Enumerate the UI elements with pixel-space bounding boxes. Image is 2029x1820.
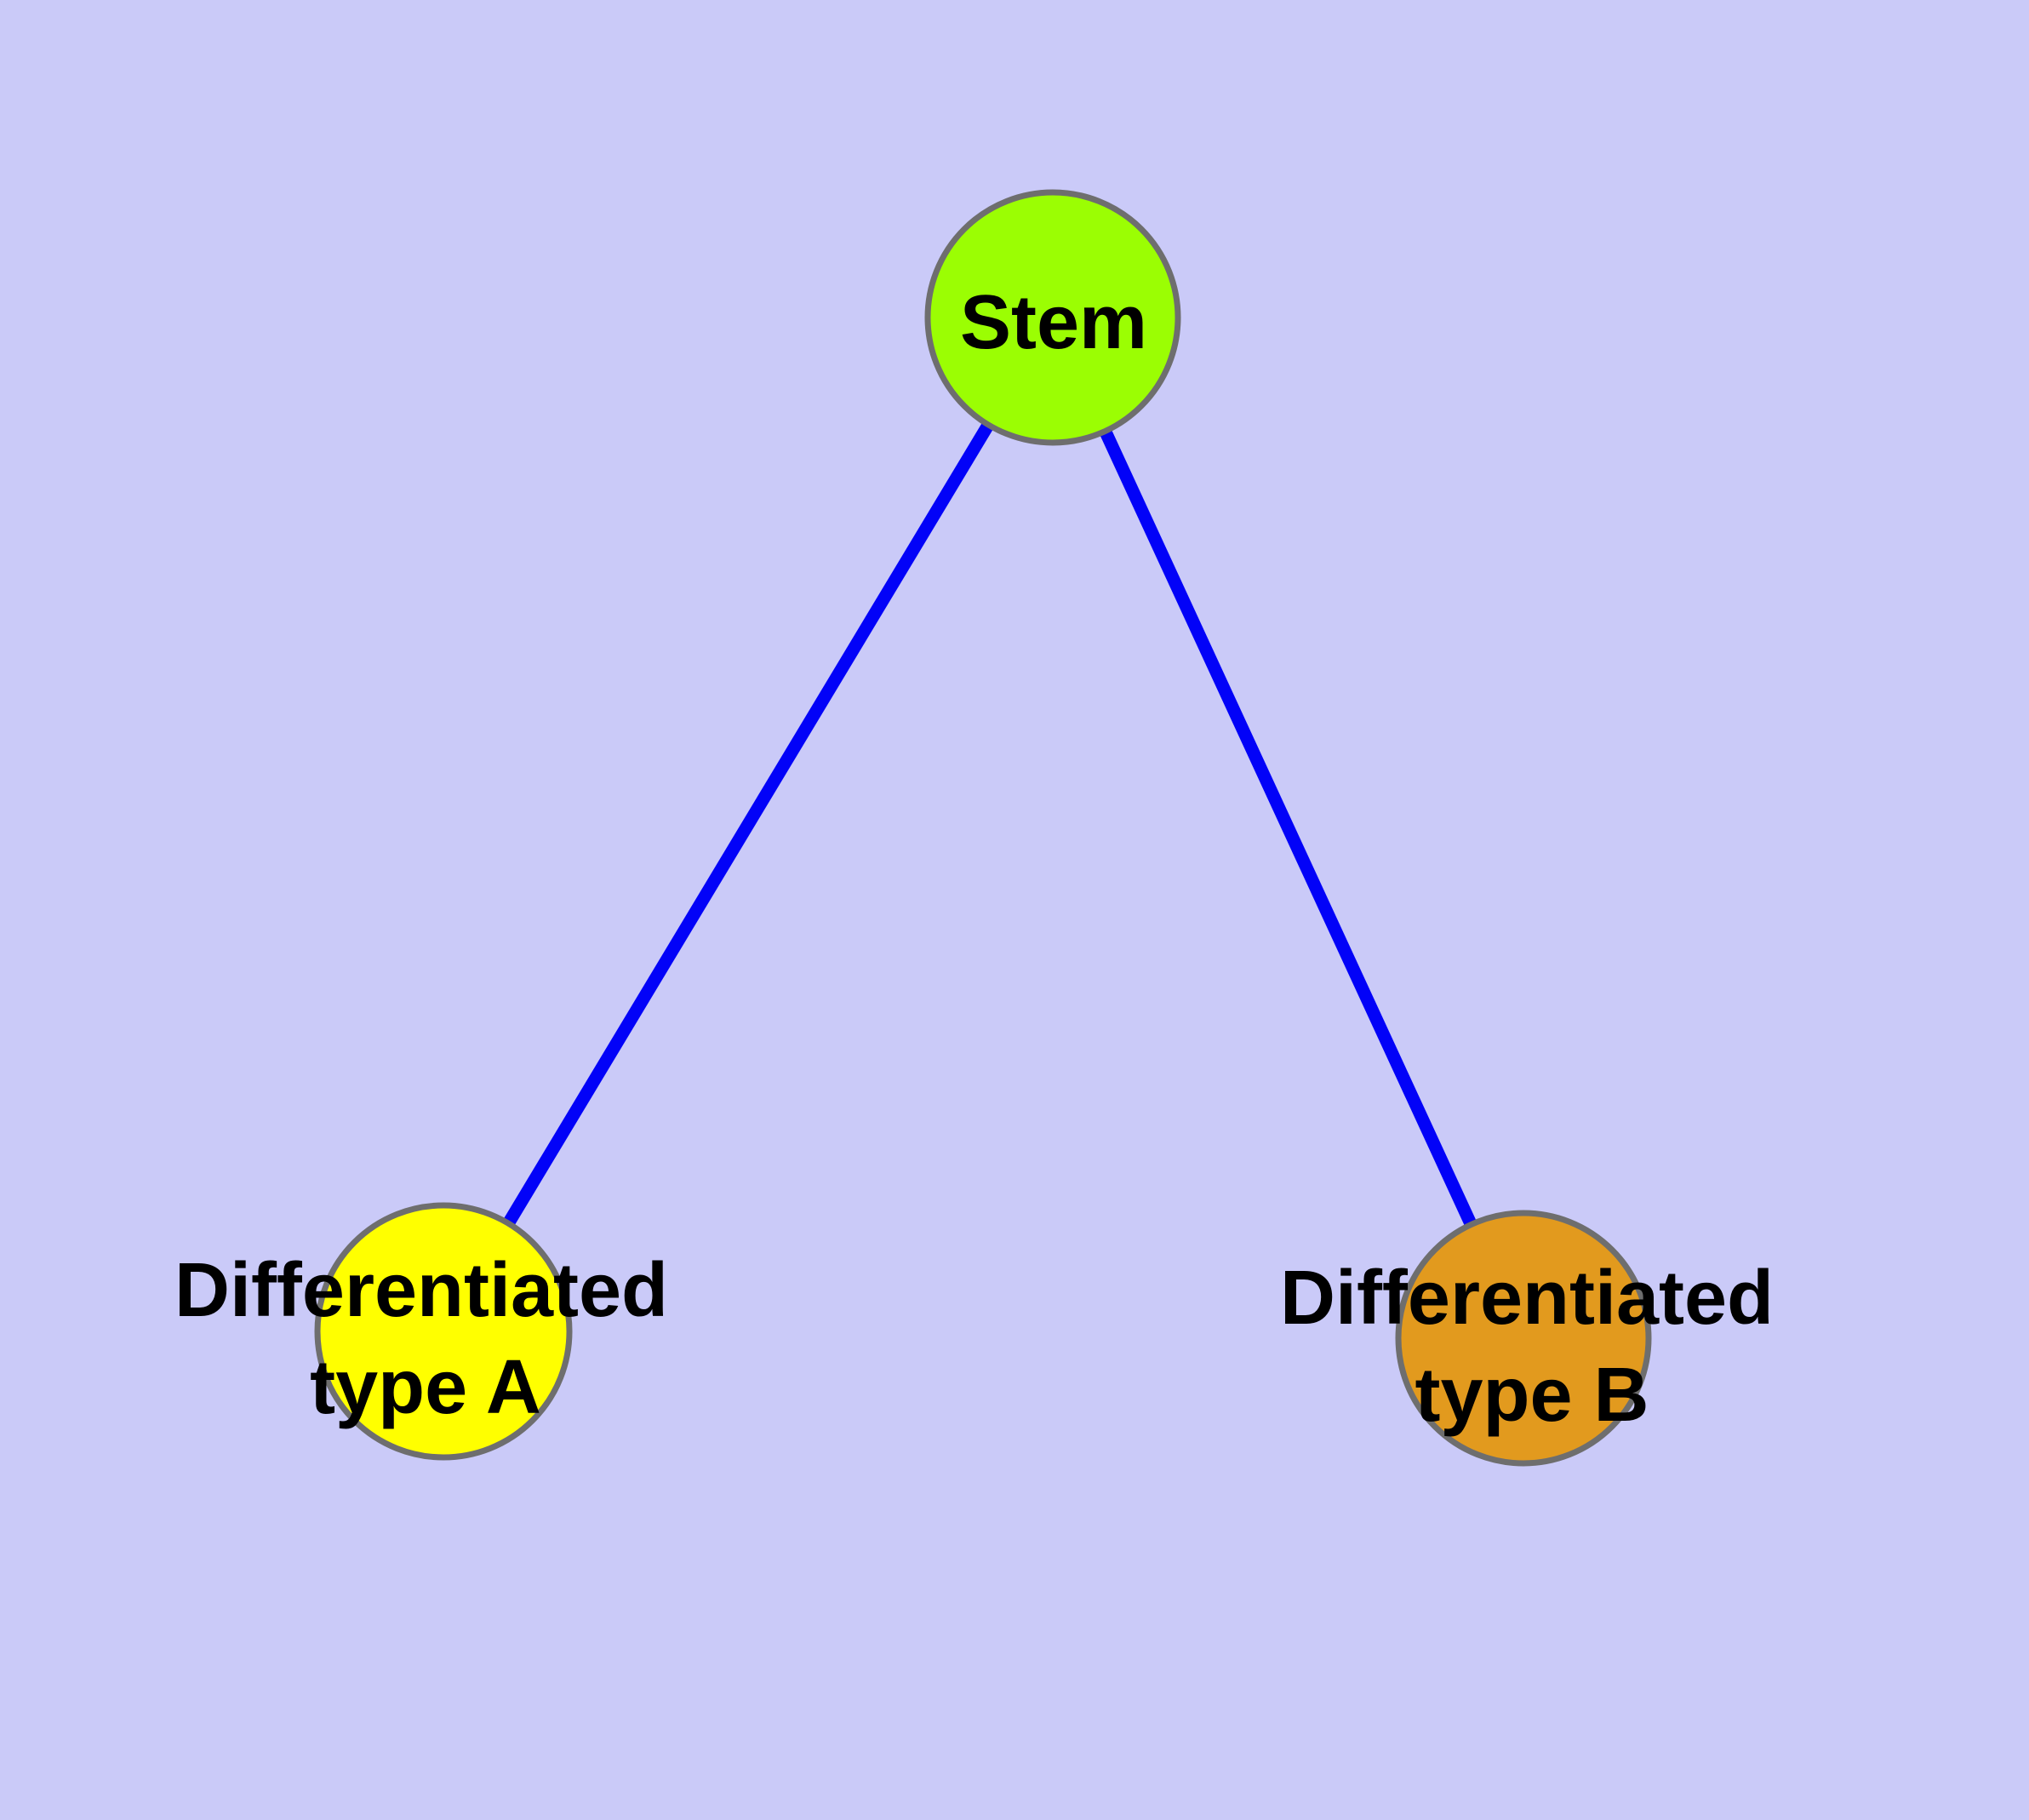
node-type-a-label-line2: type A [310, 1345, 541, 1430]
edge-stem-to-type-a [437, 314, 1059, 1335]
node-stem-label: Stem [960, 280, 1147, 365]
node-type-b-label-line1: Differentiated [1280, 1256, 1774, 1341]
node-type-b-label-line2: type B [1415, 1353, 1649, 1438]
node-differentiated-type-a [314, 1202, 573, 1461]
edge-stem-to-type-b [1047, 314, 1529, 1342]
node-type-a-label-line1: Differentiated [174, 1248, 668, 1333]
node-stem [924, 189, 1181, 446]
node-differentiated-type-b [1395, 1210, 1652, 1467]
